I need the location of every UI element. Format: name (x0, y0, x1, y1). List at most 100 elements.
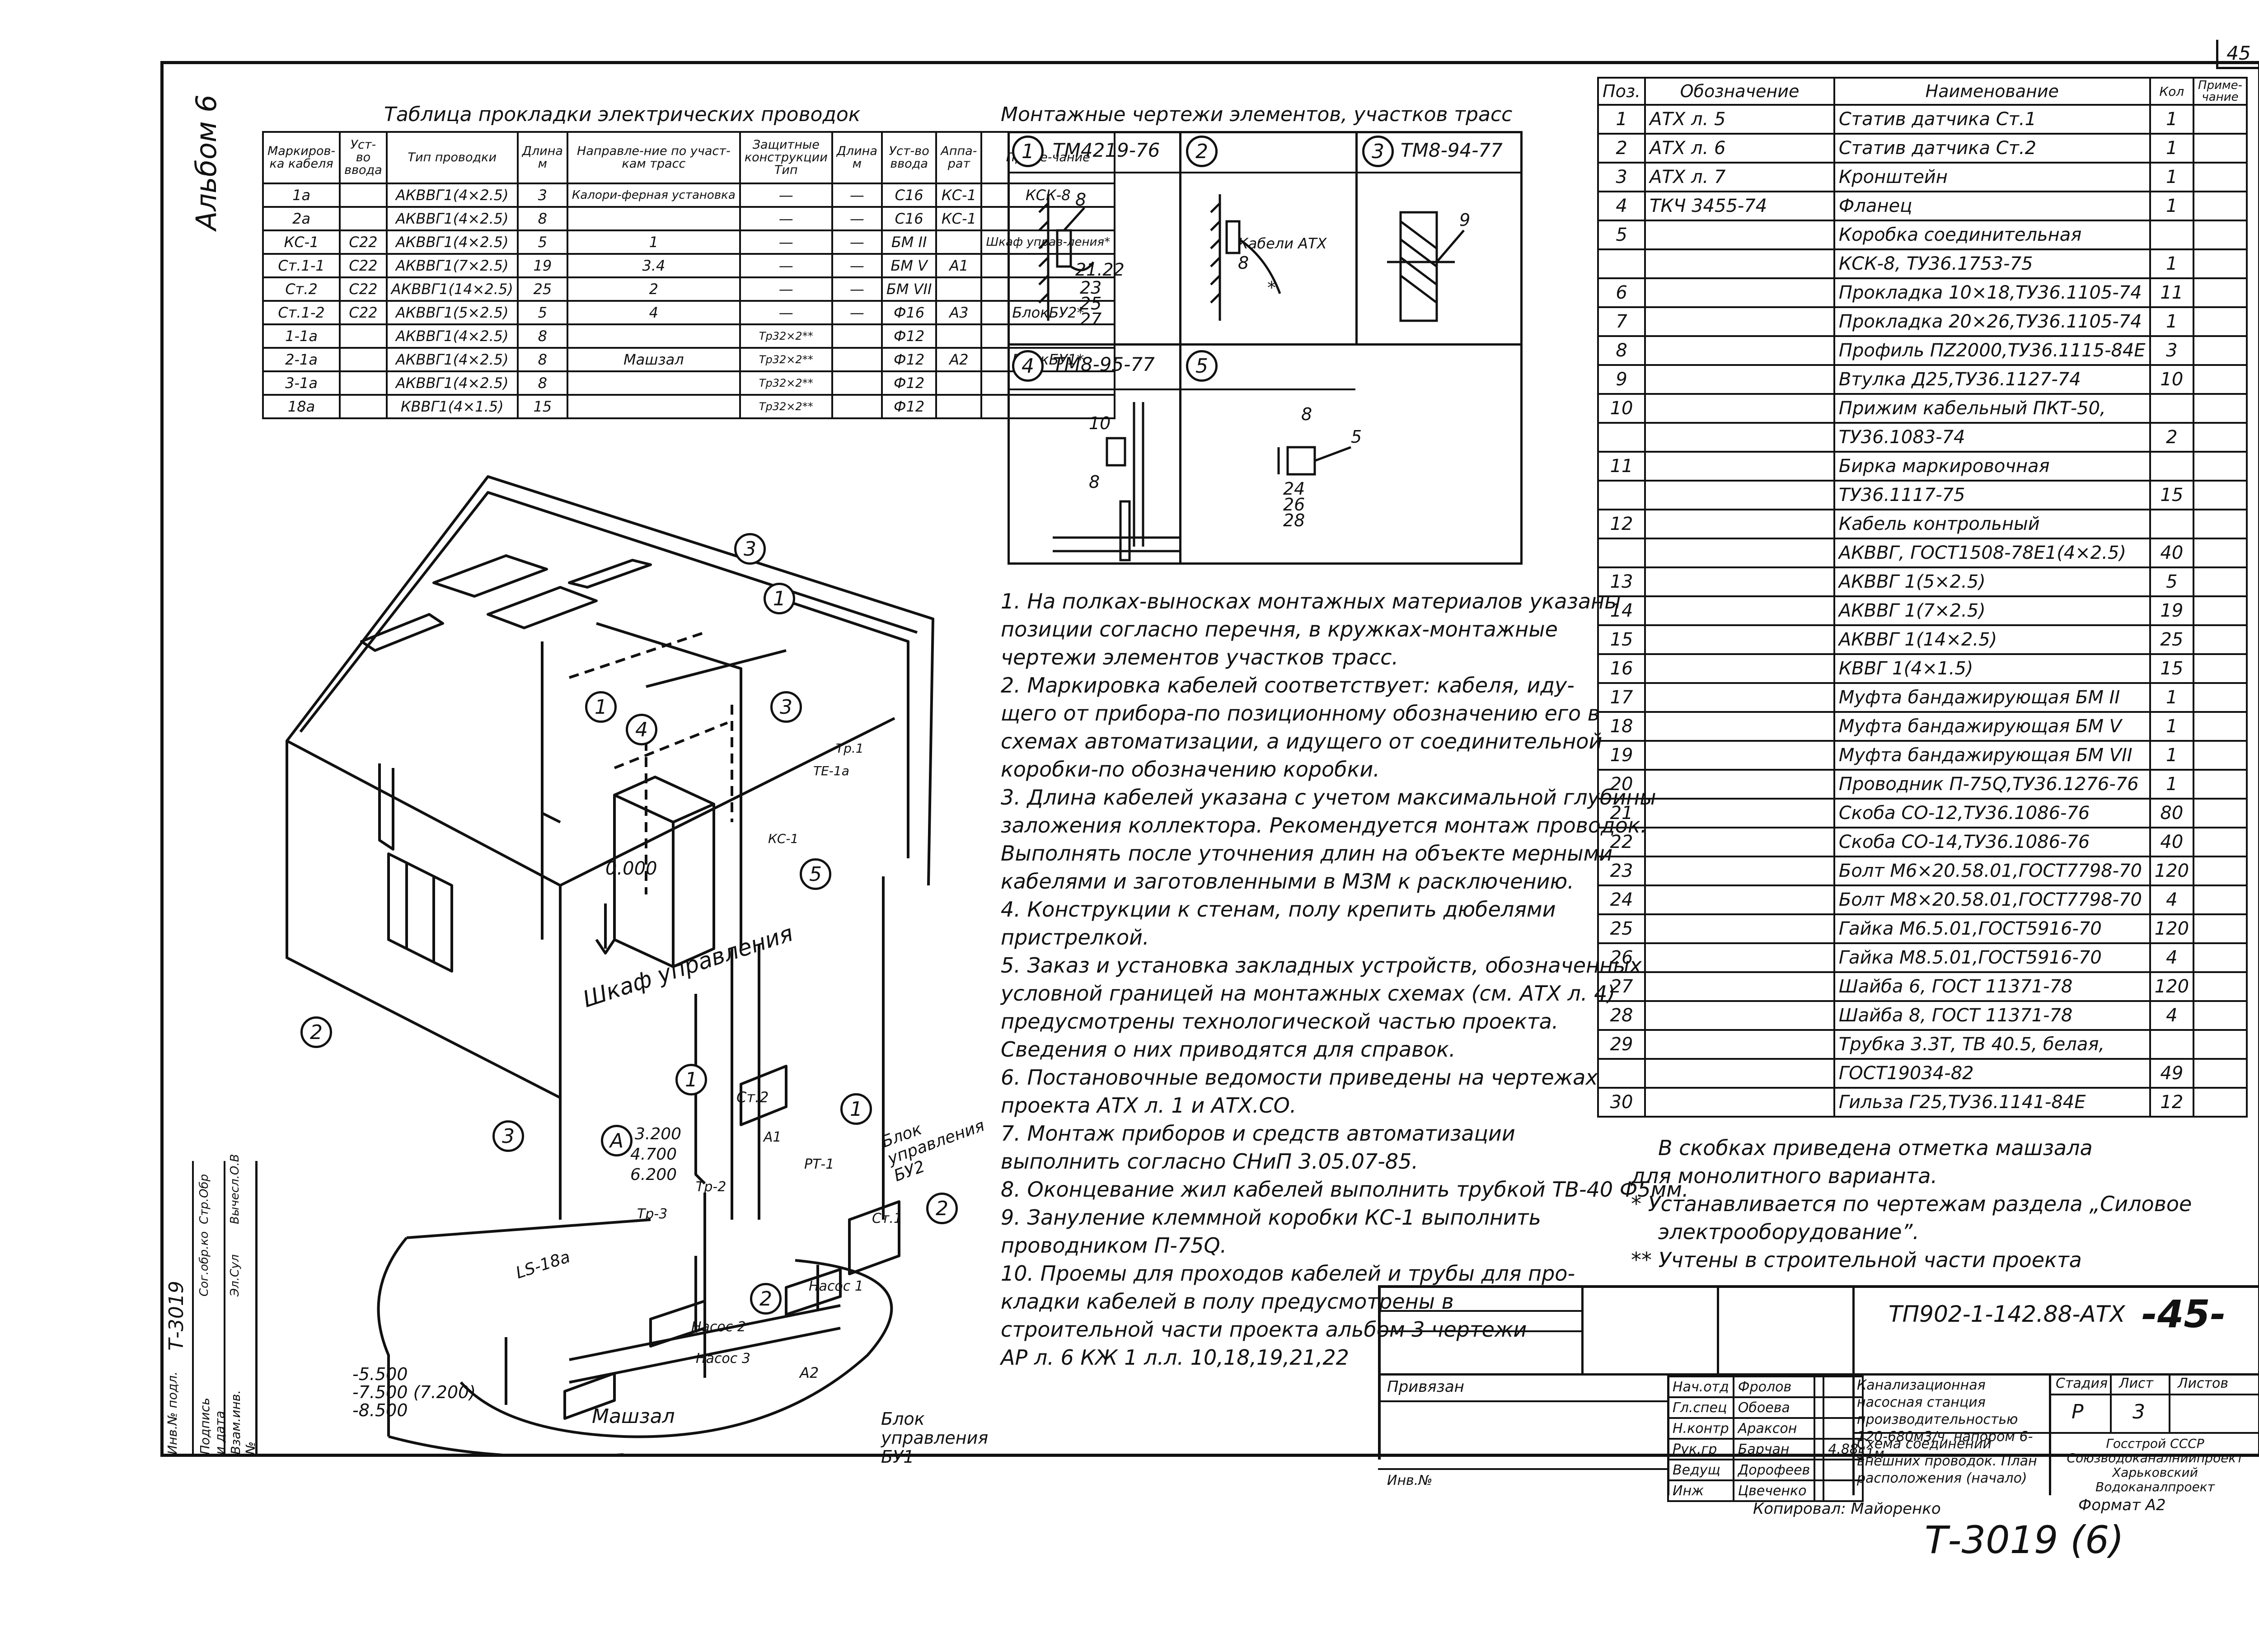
spec-cell-qty: 25 (2149, 624, 2195, 655)
montage-num-3: 3 (1362, 136, 1394, 167)
spec-table: Поз. Обозначение Наименование Кол Приме-… (1597, 77, 2248, 1118)
inv-no-value: Т-3019 (165, 1281, 188, 1351)
spec-cell-name: Проводник П-75Q,ТУ36.1276-76 (1833, 769, 2151, 800)
project-title: Канализационная насосная станция произво… (1857, 1377, 2033, 1462)
format-label: Формат А2 (2078, 1496, 2166, 1514)
spec-cell-note (2193, 162, 2248, 192)
spec-cell-des (1644, 942, 1835, 973)
spec-cell-pos: 16 (1597, 653, 1646, 684)
montage-num-4: 4 (1012, 350, 1044, 382)
spec-cell-pos: 30 (1597, 1087, 1646, 1118)
note-line: АР л. 6 КЖ 1 л.л. 10,18,19,21,22 (1001, 1345, 1349, 1370)
spec-cell-note (2193, 480, 2248, 510)
spec-cell-note (2193, 682, 2248, 713)
spec-cell-qty: 1 (2149, 133, 2195, 164)
sheet-title: Схема соединений внешних проводок. План … (1857, 1436, 2037, 1486)
footnotes-block: В скобках приведена отметка машзала для … (1631, 1134, 2192, 1274)
spec-cell-name: АКВВГ 1(7×2.5) (1833, 595, 2151, 626)
spec-cell-pos: 7 (1597, 306, 1646, 337)
label-tp2: Тр-2 (696, 1179, 726, 1195)
montage-code-4: ТМ8-95-77 (1053, 353, 1155, 375)
spec-cell-des (1644, 422, 1835, 453)
wiring-header-length: Длина м (516, 131, 568, 184)
stamp-extra-3: Стр.Обр (197, 1174, 211, 1224)
spec-cell-note (2193, 191, 2248, 221)
spec-cell-qty: 120 (2149, 913, 2195, 944)
spec-cell-des (1644, 566, 1835, 597)
spec-cell-qty: 19 (2149, 595, 2195, 626)
spec-cell-des (1644, 856, 1835, 886)
spec-cell-name: Болт М8×20.58.01,ГОСТ7798-70 (1833, 884, 2151, 915)
stamp-extra-1: Сог.обр.ко (197, 1231, 211, 1296)
spec-cell-note (2193, 104, 2248, 135)
label-tp1: Тр.1 (836, 741, 864, 756)
spec-cell-note (2193, 451, 2248, 482)
spec-cell-name: Муфта бандажирующая БМ V (1833, 711, 2151, 742)
spec-cell-des: АТХ л. 7 (1644, 162, 1835, 192)
note-line: 8. Оконцевание жил кабелей выполнить тру… (1001, 1177, 1689, 1202)
footnote-4: электрооборудование”. (1658, 1220, 1919, 1244)
svg-text:8: 8 (1301, 404, 1312, 424)
spec-cell-qty: 12 (2149, 1087, 2195, 1118)
spec-cell-name: АКВВГ 1(5×2.5) (1833, 566, 2151, 597)
callout-1-low: 1 (675, 1064, 707, 1095)
note-line: 4. Конструкции к стенам, полу крепить дю… (1001, 897, 1556, 922)
spec-cell-pos: 22 (1597, 827, 1646, 857)
spec-cell-qty: 1 (2149, 711, 2195, 742)
wiring-header-device: Уст-во ввода (339, 131, 388, 184)
wiring-header-marking: Маркиров-ка кабеля (262, 131, 341, 184)
note-line: условной границей на монтажных схемах (с… (1001, 981, 1616, 1006)
spec-cell-name: Статив датчика Ст.1 (1833, 104, 2151, 135)
spec-cell-des (1644, 509, 1835, 539)
spec-cell-des (1644, 682, 1835, 713)
note-line: 2. Маркировка кабелей соответствует: каб… (1001, 673, 1575, 697)
label-machine-hall: Машзал (592, 1405, 675, 1428)
label-level-1: 3.200 (635, 1125, 682, 1143)
callout-1-right: 1 (840, 1093, 872, 1125)
stamp-extra-2: Эл.Сул (228, 1254, 242, 1296)
spec-cell-qty: 120 (2149, 971, 2195, 1002)
spec-cell-pos: 24 (1597, 884, 1646, 915)
spec-cell-qty (2149, 451, 2195, 482)
note-line: пристрелкой. (1001, 925, 1149, 950)
spec-cell-name: ГОСТ19034-82 (1833, 1058, 2151, 1089)
label-level-low-2: -7.500 (7.200) (352, 1382, 476, 1402)
montage-frame (1008, 131, 1523, 565)
spec-cell-des (1644, 220, 1835, 250)
spec-cell-note (2193, 538, 2248, 568)
label-st1: Ст.1 (872, 1211, 903, 1226)
svg-text:23: 23 (1080, 278, 1101, 298)
spec-cell-qty: 1 (2149, 740, 2195, 771)
svg-text:8: 8 (1089, 472, 1100, 492)
inv-no-label: Инв.№ подл. (165, 1371, 180, 1455)
spec-cell-note (2193, 220, 2248, 250)
spec-cell-note (2193, 1000, 2248, 1031)
spec-cell-des (1644, 306, 1835, 337)
spec-cell-note (2193, 711, 2248, 742)
spec-cell-name: Шайба 6, ГОСТ 11371-78 (1833, 971, 2151, 1002)
spec-cell-qty (2149, 220, 2195, 250)
note-line: 5. Заказ и установка закладных устройств… (1001, 953, 1642, 978)
spec-cell-note (2193, 509, 2248, 539)
callout-4-left: 4 (626, 714, 657, 745)
spec-cell-pos: 20 (1597, 769, 1646, 800)
callout-2-right: 2 (926, 1193, 958, 1224)
spec-cell-note (2193, 740, 2248, 771)
spec-cell-pos: 15 (1597, 624, 1646, 655)
label-pump-1: Насос 1 (809, 1278, 863, 1294)
spec-cell-note (2193, 1087, 2248, 1118)
